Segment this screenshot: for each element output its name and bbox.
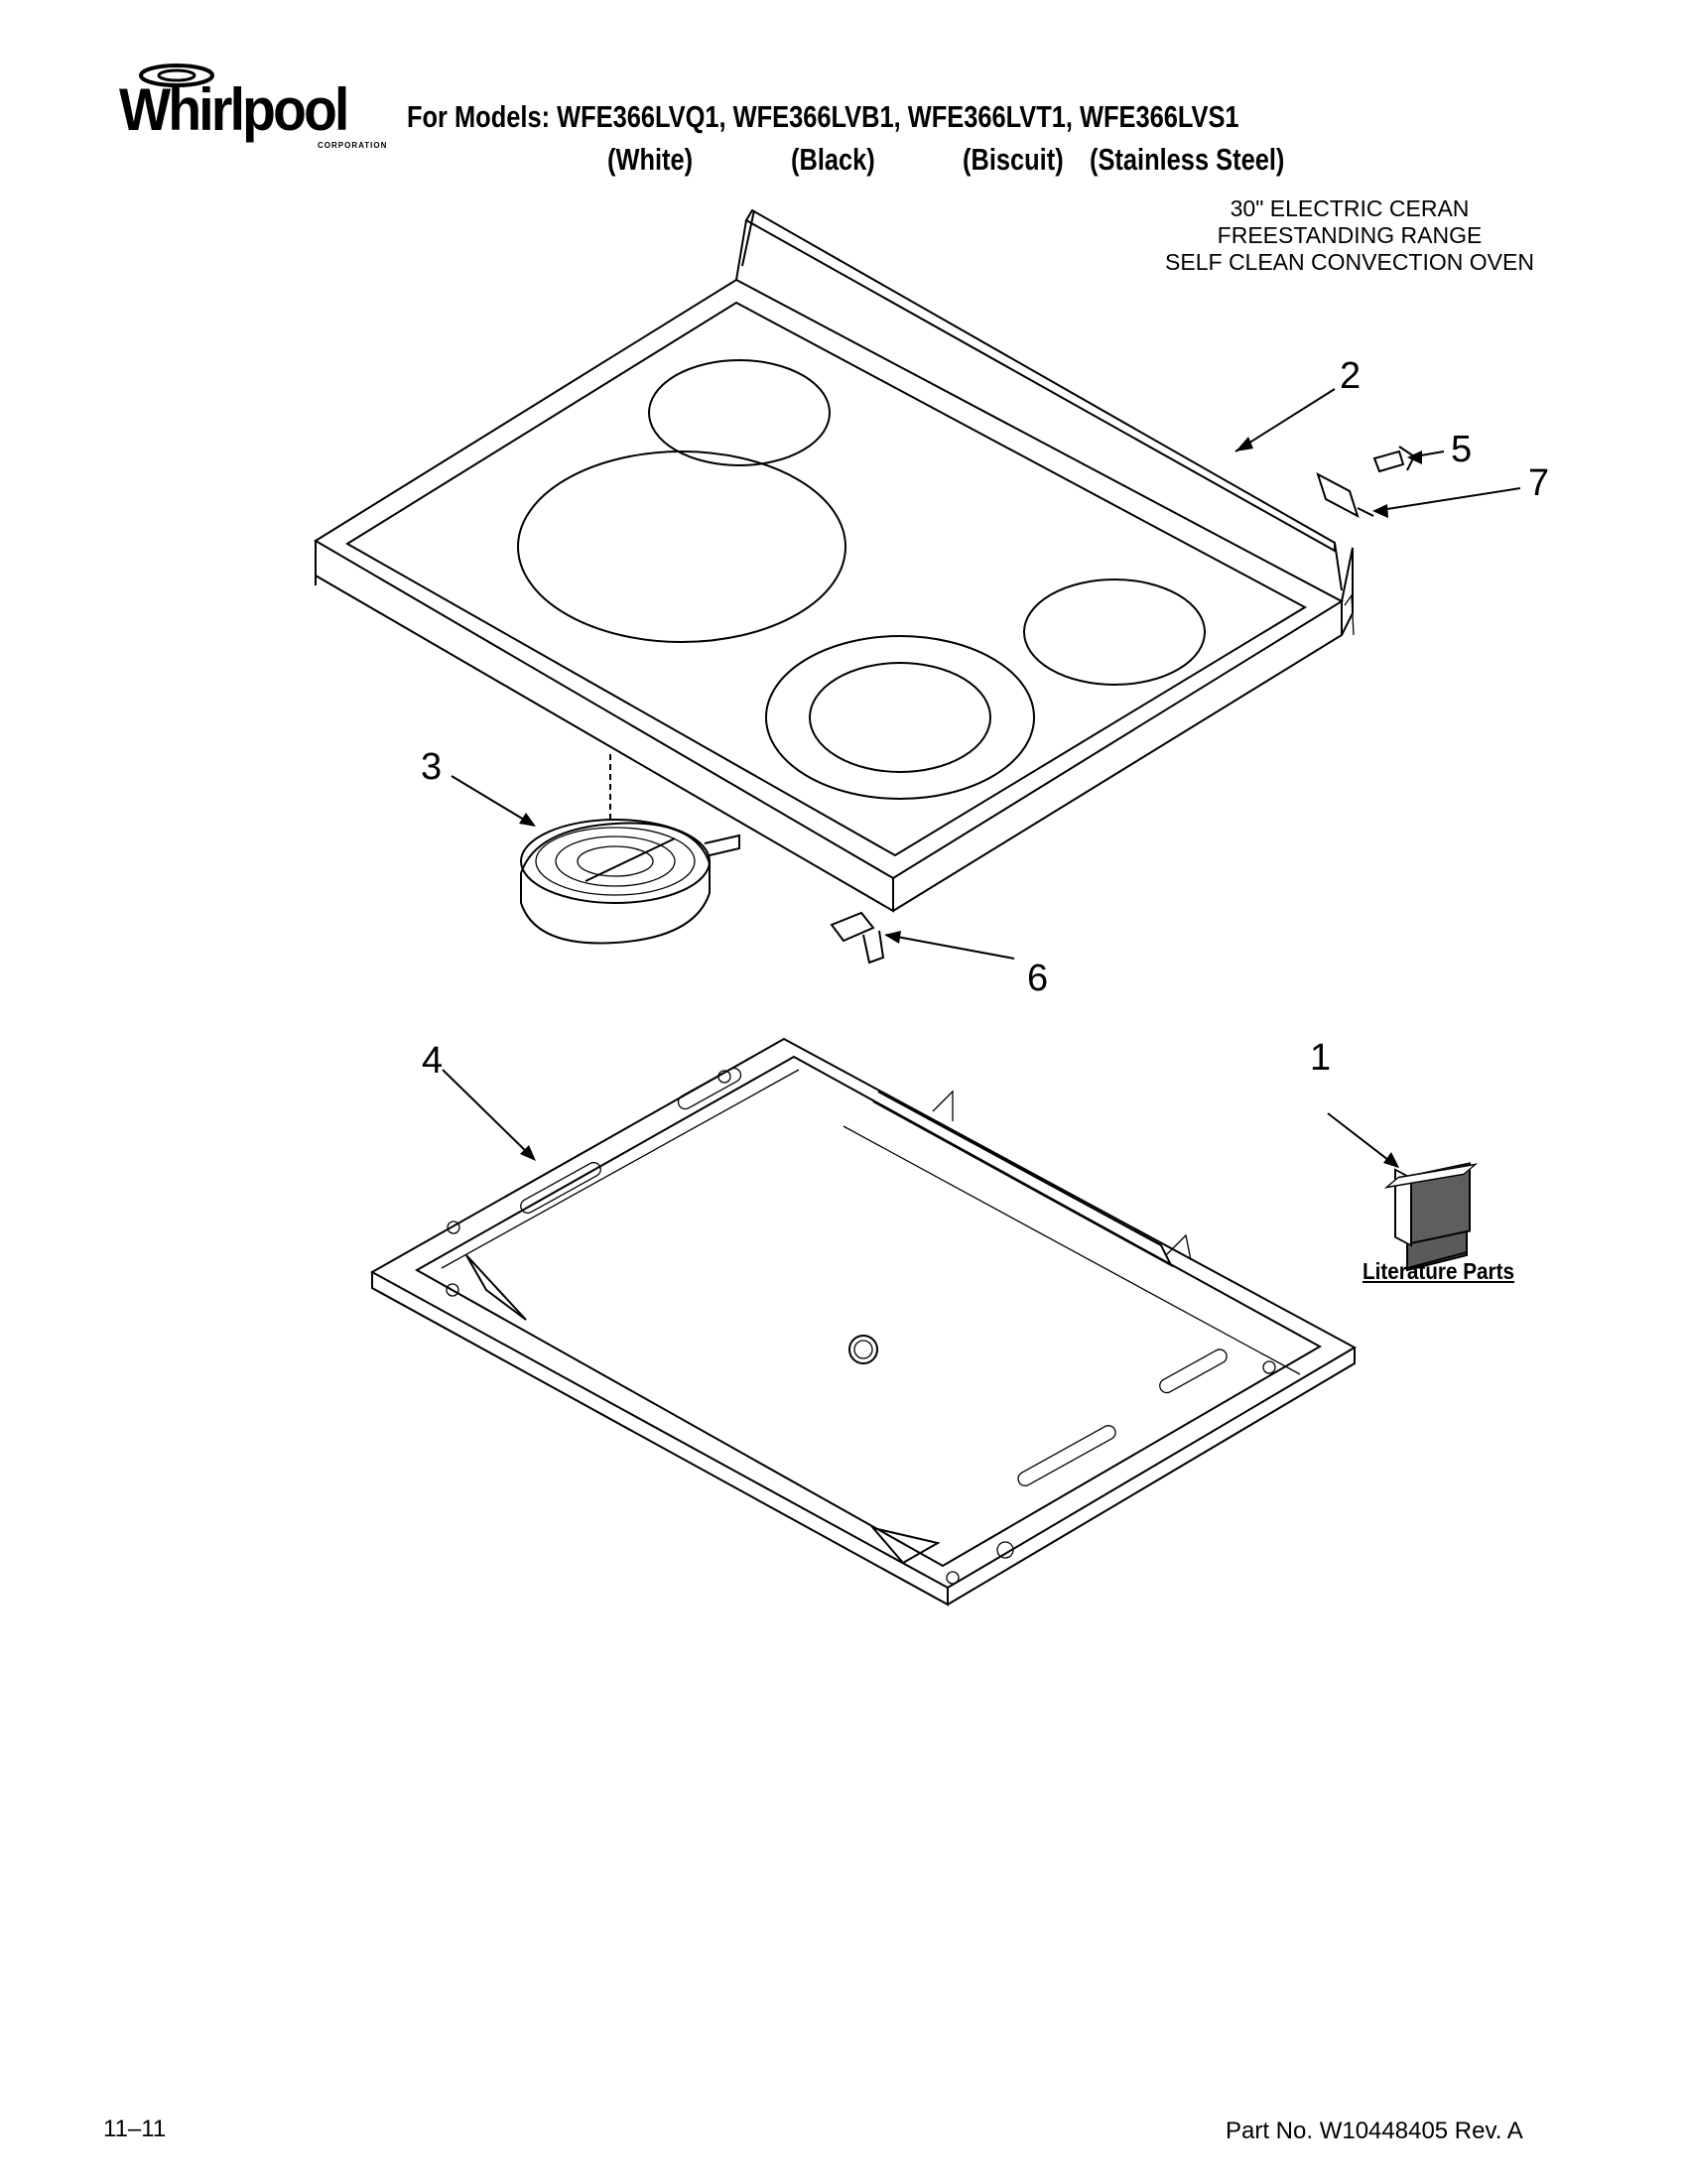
cooktop-assembly bbox=[314, 208, 1355, 913]
callout-number: 1 bbox=[1310, 1037, 1332, 1079]
literature-parts-label: Literature Parts bbox=[1363, 1258, 1515, 1284]
callout-number: 2 bbox=[1340, 355, 1362, 397]
models-heading: For Models: WFE366LVQ1, WFE366LVB1, WFE3… bbox=[407, 99, 1239, 134]
mounting-clip bbox=[830, 911, 885, 964]
description-line: FREESTANDING RANGE bbox=[1217, 222, 1483, 248]
description-line: SELF CLEAN CONVECTION OVEN bbox=[1165, 249, 1534, 275]
brand-logo: Whirlpool CORPORATION bbox=[119, 62, 386, 156]
logo-text: Whirlpool bbox=[119, 76, 349, 143]
main-top-support bbox=[369, 1037, 1358, 1606]
callout-number: 7 bbox=[1528, 462, 1550, 504]
color-label-black: (Black) bbox=[791, 142, 875, 177]
color-label-white: (White) bbox=[607, 142, 694, 177]
callout-number: 5 bbox=[1451, 429, 1473, 470]
color-label-biscuit: (Biscuit) bbox=[963, 142, 1064, 177]
callout-leaders bbox=[442, 388, 1521, 1168]
part-number: Part No. W10448405 Rev. A bbox=[1226, 2118, 1523, 2144]
logo-subtext: CORPORATION bbox=[318, 141, 388, 150]
color-label-stainless: (Stainless Steel) bbox=[1090, 142, 1285, 177]
callout-number: 6 bbox=[1027, 958, 1049, 999]
description-line: 30" ELECTRIC CERAN bbox=[1230, 195, 1470, 221]
product-description: 30" ELECTRIC CERAN FREESTANDING RANGE SE… bbox=[1131, 195, 1568, 276]
date-code: 11–11 bbox=[103, 2116, 167, 2142]
callout-number: 3 bbox=[421, 746, 443, 788]
radiant-element bbox=[520, 754, 740, 945]
callout-number: 4 bbox=[422, 1040, 444, 1082]
bracket-and-screw bbox=[1316, 446, 1416, 519]
logo-swirl-icon bbox=[139, 64, 214, 87]
